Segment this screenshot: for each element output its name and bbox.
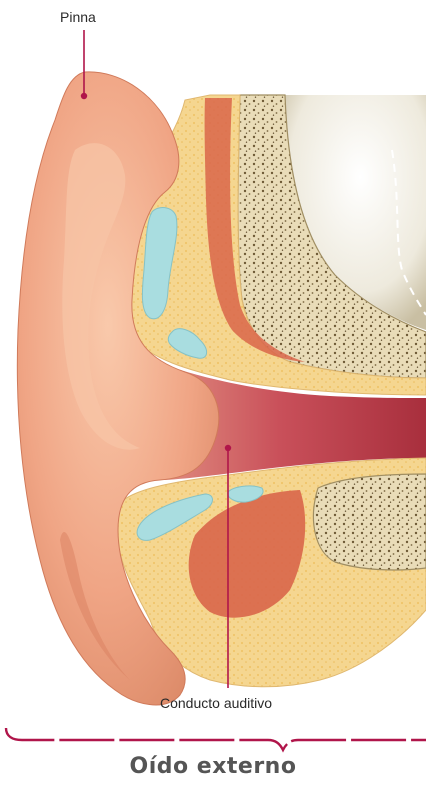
pinna-marker-icon xyxy=(81,93,87,99)
section-title: Oído externo xyxy=(0,754,426,779)
pinna-label: Pinna xyxy=(60,9,96,25)
lower-bone xyxy=(313,474,426,570)
section-bracket xyxy=(6,728,426,750)
canal-marker-icon xyxy=(225,445,231,451)
ear-canal-label: Conducto auditivo xyxy=(160,695,272,711)
